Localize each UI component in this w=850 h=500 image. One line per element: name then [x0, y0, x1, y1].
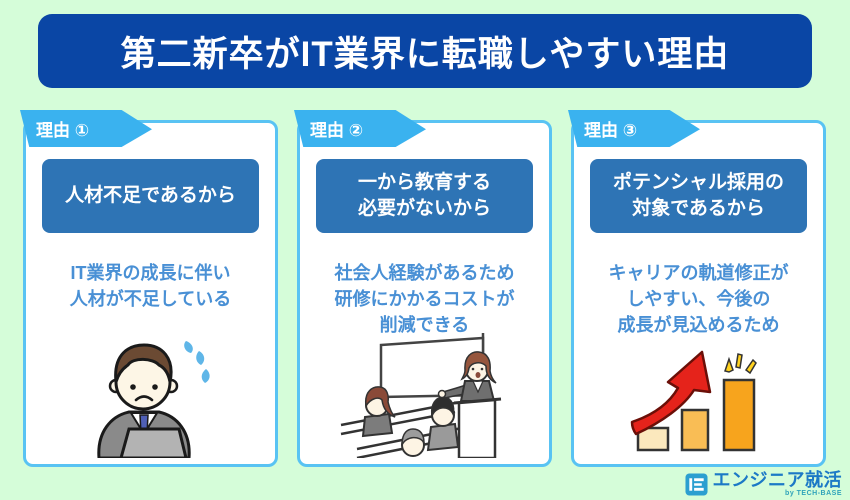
classroom-training-illustration	[340, 333, 501, 458]
logo-byline: by TECH-BASE	[785, 490, 842, 497]
reason-2-heading: 一から教育する 必要がないから	[357, 172, 491, 219]
worried-businessman-illustration	[96, 341, 210, 458]
reason-2-ribbon: 理由 ②	[294, 110, 426, 147]
reason-3-heading-box: ポテンシャル採用の 対象であるから	[590, 159, 807, 233]
reason-1-illustration	[26, 336, 275, 458]
reason-2-heading-box: 一から教育する 必要がないから	[316, 159, 533, 233]
reason-card-3: 理由 ③ ポテンシャル採用の 対象であるから キャリアの軌道修正が しやすい、今…	[568, 110, 826, 467]
reason-1-ribbon: 理由 ①	[20, 110, 152, 147]
site-logo: エンジニア就活 by TECH-BASE	[684, 470, 843, 497]
reason-2-ribbon-label: 理由 ②	[310, 121, 364, 140]
reason-3-description: キャリアの軌道修正が しやすい、今後の 成長が見込めるため	[608, 263, 789, 335]
sparkle-icon	[723, 353, 757, 375]
logo-name: エンジニア就活	[712, 470, 842, 490]
up-arrow-icon	[630, 350, 711, 436]
growth-chart-illustration	[630, 350, 757, 452]
sweat-drops-icon	[183, 341, 210, 383]
reason-3-heading: ポテンシャル採用の 対象であるから	[612, 172, 784, 219]
reason-1-heading: 人材不足であるから	[65, 185, 236, 207]
reason-3-ribbon: 理由 ③	[568, 110, 700, 147]
reason-3-ribbon-label: 理由 ③	[584, 121, 638, 140]
tech-base-logo-icon	[684, 472, 708, 496]
page-title: 第二新卒がIT業界に転職しやすい理由	[120, 34, 730, 74]
reason-3-illustration	[574, 344, 823, 452]
reason-card-1: 理由 ① 人材不足であるから IT業界の成長に伴い 人材が不足している	[20, 110, 278, 467]
reason-1-heading-box: 人材不足であるから	[42, 159, 259, 233]
reason-1-ribbon-label: 理由 ①	[36, 121, 90, 140]
reason-2-description: 社会人経験があるため 研修にかかるコストが 削減できる	[334, 263, 515, 335]
reason-card-2: 理由 ② 一から教育する 必要がないから 社会人経験があるため 研修にかかるコス…	[294, 110, 552, 467]
title-banner: 第二新卒がIT業界に転職しやすい理由	[38, 14, 812, 88]
reason-2-illustration	[300, 333, 549, 458]
reason-1-description: IT業界の成長に伴い 人材が不足している	[69, 263, 232, 309]
